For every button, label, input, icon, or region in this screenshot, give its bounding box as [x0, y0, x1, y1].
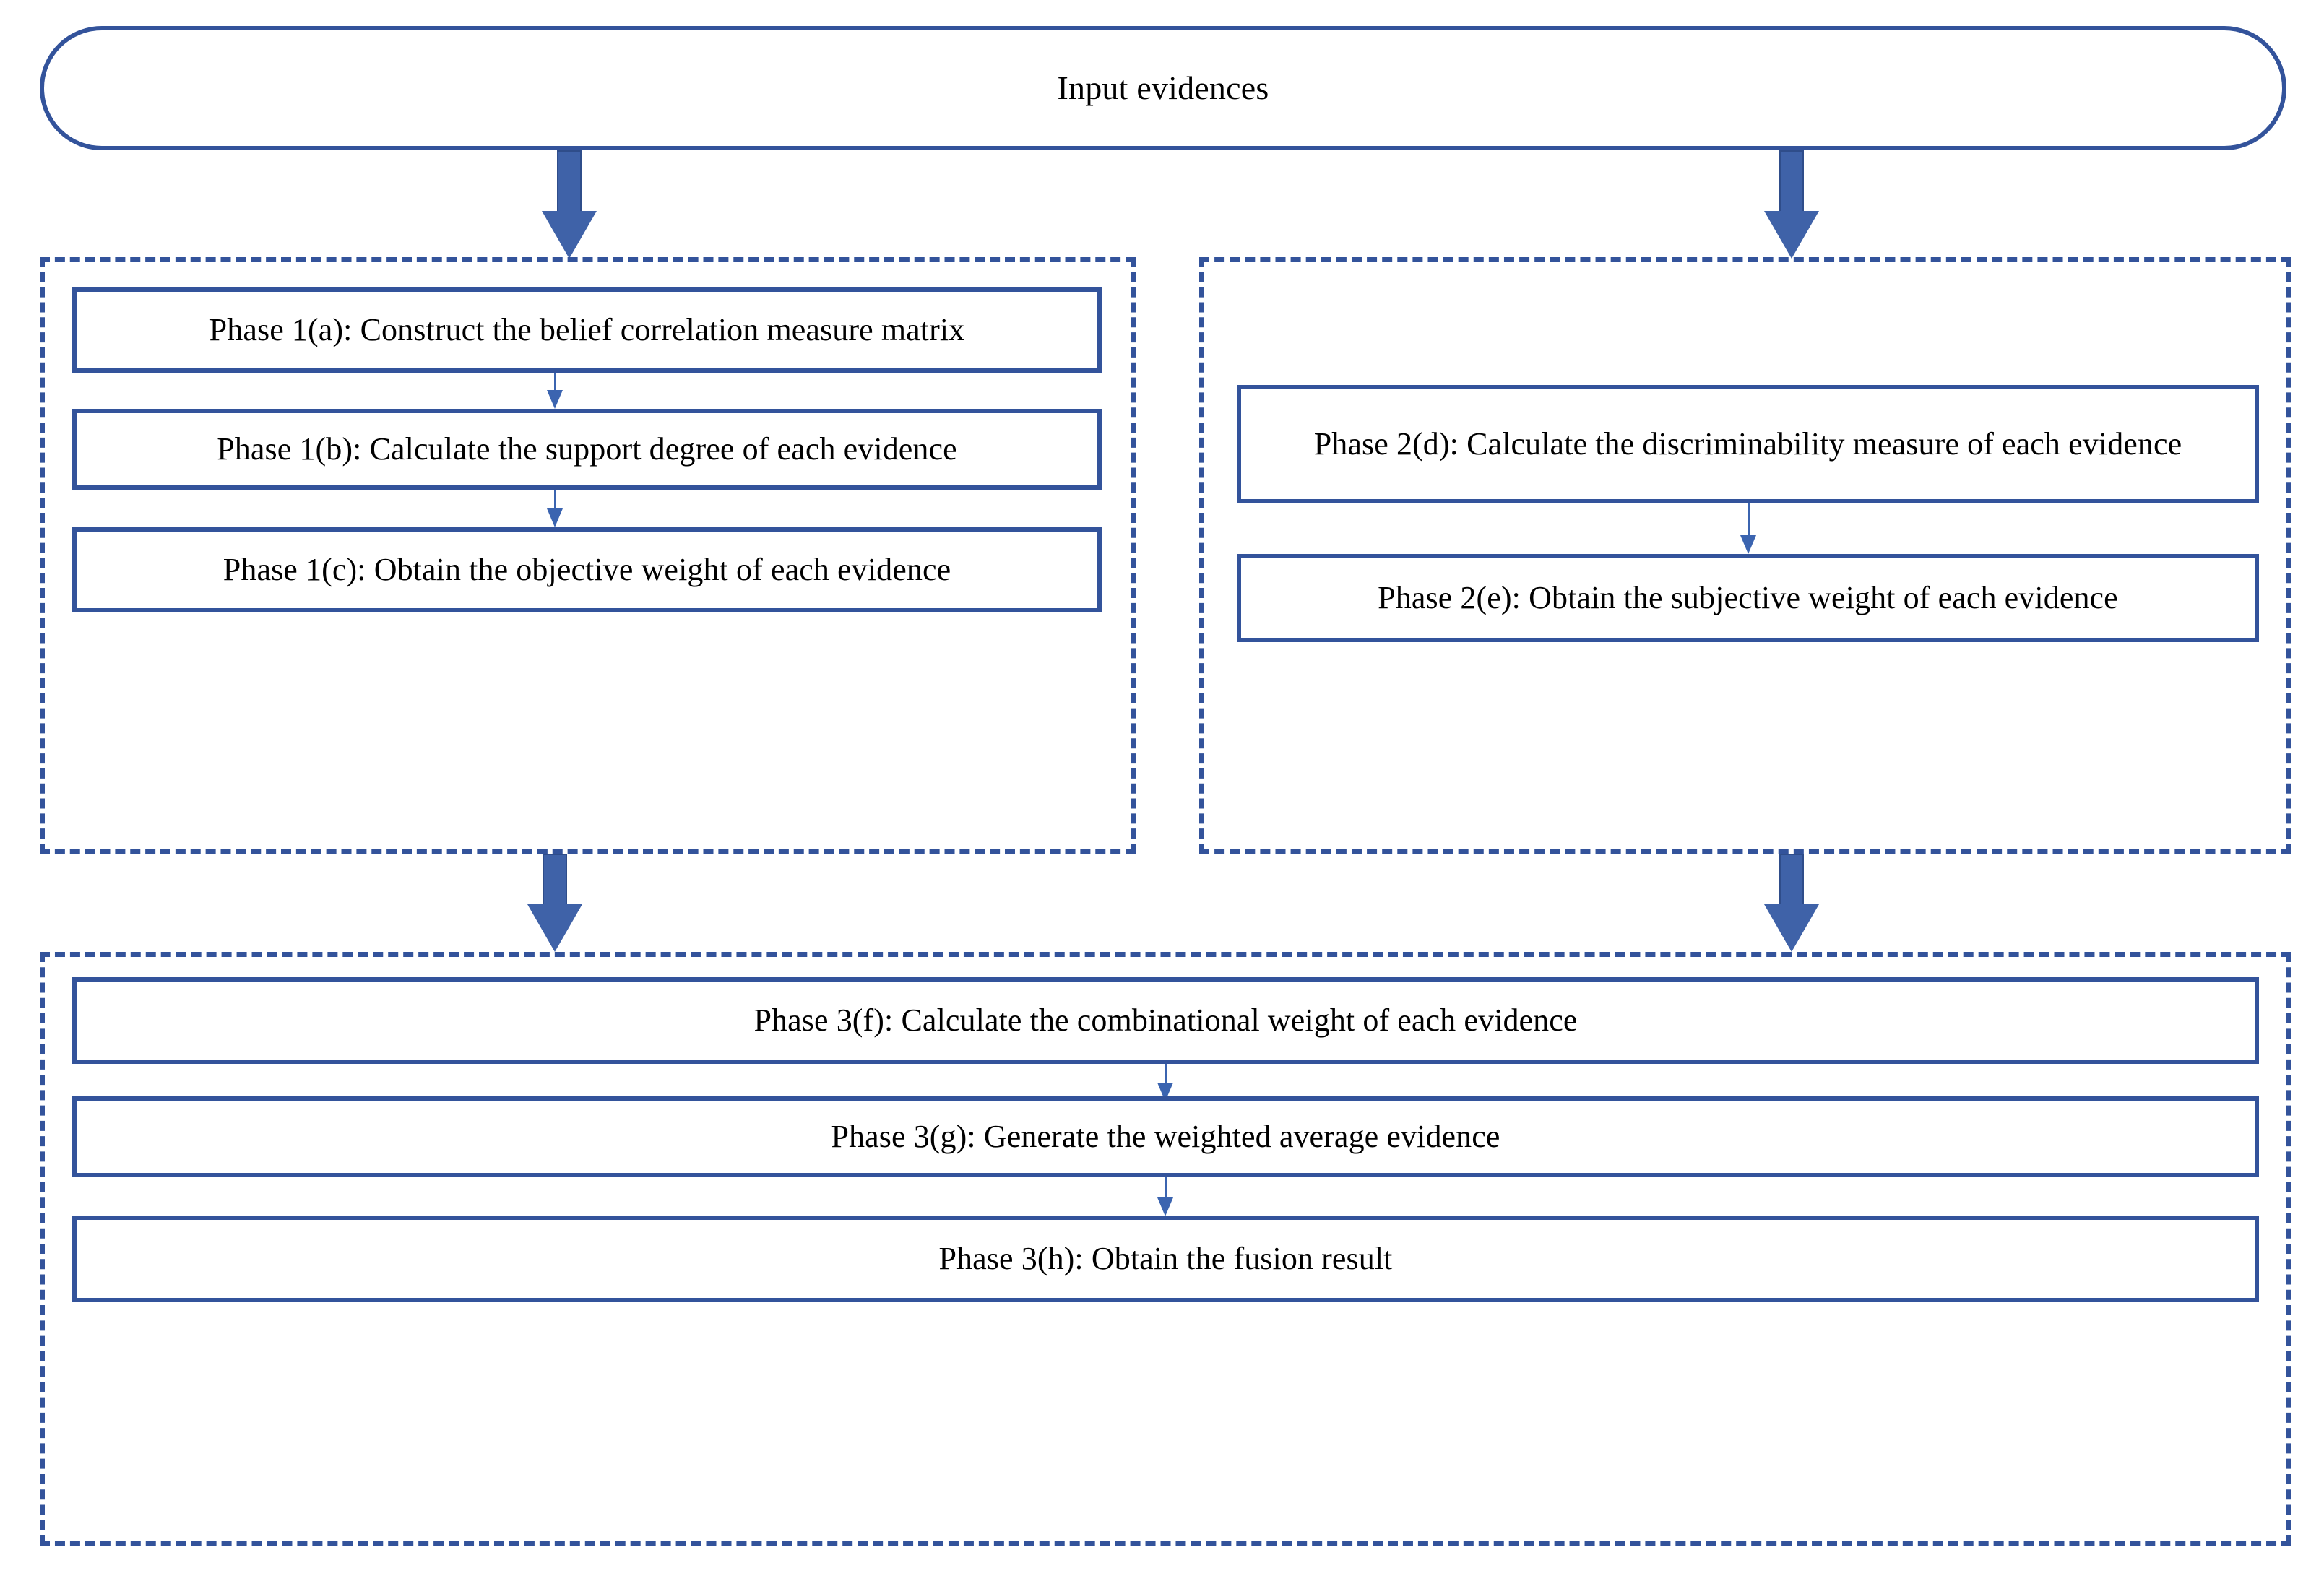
block-arrow-start-to-phase2	[1764, 150, 1819, 259]
box-phase-1c[interactable]: Phase 1(c): Obtain the objective weight …	[72, 527, 1102, 612]
box-phase-2d[interactable]: Phase 2(d): Calculate the discriminabili…	[1237, 385, 2259, 503]
block-arrow-head	[527, 904, 582, 952]
block-arrow-phase1-to-phase3	[527, 854, 582, 952]
box-phase-2e-label: Phase 2(e): Obtain the subjective weight…	[1378, 580, 2118, 616]
box-phase-1c-label: Phase 1(c): Obtain the objective weight …	[223, 552, 951, 588]
box-phase-3g[interactable]: Phase 3(g): Generate the weighted averag…	[72, 1096, 2259, 1177]
block-arrow-shaft	[1779, 150, 1804, 211]
box-phase-2e[interactable]: Phase 2(e): Obtain the subjective weight…	[1237, 554, 2259, 642]
block-arrow-shaft	[557, 150, 582, 211]
block-arrow-shaft	[543, 854, 567, 904]
box-phase-3f-label: Phase 3(f): Calculate the combinational …	[753, 1002, 1578, 1039]
box-phase-3g-label: Phase 3(g): Generate the weighted averag…	[831, 1119, 1500, 1155]
group-phase-3	[40, 952, 2291, 1546]
block-arrow-head	[1764, 211, 1819, 259]
box-phase-1b[interactable]: Phase 1(b): Calculate the support degree…	[72, 409, 1102, 490]
box-phase-3h-label: Phase 3(h): Obtain the fusion result	[938, 1241, 1393, 1277]
block-arrow-start-to-phase1	[542, 150, 597, 259]
box-phase-1a-label: Phase 1(a): Construct the belief correla…	[209, 312, 965, 348]
box-phase-3f[interactable]: Phase 3(f): Calculate the combinational …	[72, 977, 2259, 1064]
block-arrow-head	[542, 211, 597, 259]
box-phase-1a[interactable]: Phase 1(a): Construct the belief correla…	[72, 287, 1102, 373]
box-phase-3h[interactable]: Phase 3(h): Obtain the fusion result	[72, 1216, 2259, 1302]
box-phase-1b-label: Phase 1(b): Calculate the support degree…	[217, 431, 957, 467]
block-arrow-shaft	[1779, 854, 1804, 904]
node-input-evidences-label: Input evidences	[1057, 69, 1269, 106]
block-arrow-phase2-to-phase3	[1764, 854, 1819, 952]
box-phase-2d-label: Phase 2(d): Calculate the discriminabili…	[1313, 426, 2182, 462]
group-phase-2	[1199, 257, 2291, 854]
block-arrow-head	[1764, 904, 1819, 952]
node-input-evidences[interactable]: Input evidences	[40, 26, 2286, 150]
group-phase-1	[40, 257, 1136, 854]
